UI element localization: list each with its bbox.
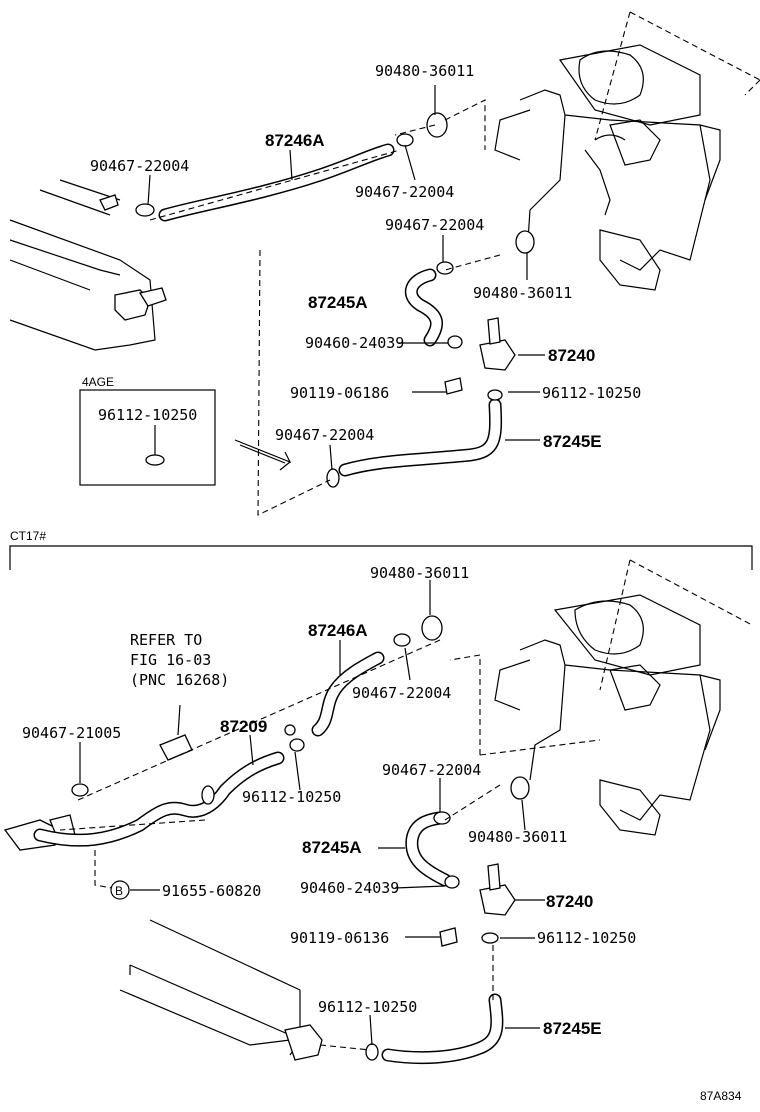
label-90467-22004: 90467-22004 [385,216,484,234]
label-90467-22004: 90467-22004 [355,183,454,201]
leader-lines-top [147,85,545,516]
label-90460-24039: 90460-24039 [305,334,404,352]
engine-block-top [9,179,167,351]
reference-b-icon [110,880,130,900]
label-90467-21005: 90467-21005 [22,724,121,742]
clamp-icon [71,633,499,1061]
valve-icon [159,724,516,947]
label-87245e: 87245E [543,1019,602,1038]
label-90119-06136: 90119-06136 [290,929,389,947]
label-90480-36011: 90480-36011 [468,828,567,846]
label-90460-24039: 90460-24039 [300,879,399,897]
label-90480-36011: 90480-36011 [473,284,572,302]
label-fig: FIG 16-03 [130,651,211,669]
grommet-icon [426,112,535,254]
label-90467-22004: 90467-22004 [275,426,374,444]
heater-unit-bottom [494,559,753,836]
label-87245a: 87245A [308,293,368,312]
label-87245e: 87245E [543,432,602,451]
label-87246a: 87246A [265,131,325,150]
label-87246a: 87246A [308,621,368,640]
valve-icon [444,317,516,395]
heater-unit-top [494,11,760,291]
label-87209: 87209 [220,717,267,736]
clamp-icon [135,133,503,488]
label-90480-36011: 90480-36011 [375,62,474,80]
label-90119-06186: 90119-06186 [290,384,389,402]
label-96112-10250: 96112-10250 [537,929,636,947]
figure-code: 87A834 [700,1089,742,1103]
label-90480-36011: 90480-36011 [370,564,469,582]
label-90467-22004: 90467-22004 [90,157,189,175]
reference-b-letter: B [115,884,123,898]
label-90467-22004: 90467-22004 [382,761,481,779]
label-refer-to: REFER TO [130,631,202,649]
label-91655-60820: 91655-60820 [162,882,261,900]
label-ct17: CT17# [10,529,46,543]
label-96112-10250: 96112-10250 [318,998,417,1016]
label-96112-10250: 96112-10250 [98,406,197,424]
label-87245a: 87245A [302,838,362,857]
inset-box-4age [79,389,216,486]
label-90467-22004: 90467-22004 [352,684,451,702]
label-96112-10250: 96112-10250 [242,788,341,806]
engine-block-bottom [3,814,323,1061]
label-96112-10250: 96112-10250 [542,384,641,402]
inset-arrow [234,439,292,471]
label-4age: 4AGE [82,375,114,389]
label-pnc: (PNC 16268) [130,671,229,689]
grommet-icon [421,615,530,800]
section-bracket [9,545,753,570]
label-87240: 87240 [548,346,595,365]
leader-lines-bottom [59,580,601,1051]
label-87240: 87240 [546,892,593,911]
